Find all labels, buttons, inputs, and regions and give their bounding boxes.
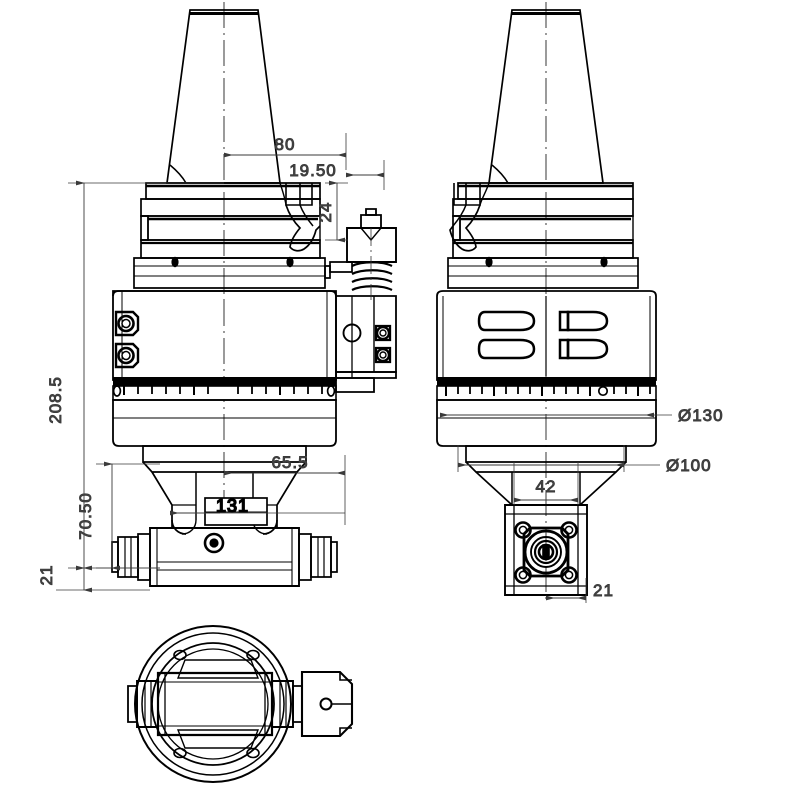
dim-overall-height-text: 208.5 [46,376,65,424]
dim-flange-height-text: 24 [316,202,335,223]
dim-taper-offset-text: 80 [275,135,296,154]
dim-flange-width [346,160,385,190]
bottom-spindle-body [156,671,274,737]
adjustment-block [324,208,397,393]
dim-bottom-offset-left-text: 21 [37,565,56,586]
dim-bottom-offset-left [56,565,150,593]
body-slot-left-lower [477,338,536,360]
spring-coils [351,261,393,292]
side-dowel-mark-left [485,256,493,268]
front-view: 131 [111,2,397,587]
side-spindle-flange [504,504,588,596]
lower-body-skirt [112,399,337,447]
block-screw-lower [374,346,392,364]
bottom-lower-trapezoid [176,729,260,749]
bottom-view [127,625,354,783]
body-screw-lower [114,342,140,369]
dowel-mark-left [171,256,179,268]
bottom-bolt-tr [246,649,260,661]
dim-flange-width-text: 19.50 [289,161,337,180]
dim-spindle-center-height-text: 70.50 [76,492,95,540]
dimension-layer: 208.5 70.50 21 80 19.50 [37,133,724,603]
horizontal-spindle-housing [111,527,338,587]
dim-nose-diameter [457,445,660,472]
side-dowel-mark-right [600,256,608,268]
bottom-outer-circle-inner [141,632,285,776]
dim-nose-width-text: 42 [536,477,557,496]
dim-nose-diameter-text: Ø100 [666,456,712,475]
dim-spindle-offset-text: 65.5 [271,453,308,472]
block-screw-upper [374,324,392,342]
graduation-ticks [123,386,323,395]
body-screw-upper [114,310,140,337]
bottom-bolt-br [246,747,260,759]
body-slot-right-lower [566,338,609,360]
dim-body-diameter-text: Ø130 [678,406,724,425]
bottom-bolt-bl [173,747,187,759]
bottom-collet-nut-left [127,680,159,728]
bottom-mid-circle [151,642,275,766]
collet-nut-right [298,533,338,581]
drive-key-plate [133,256,326,289]
dim-flange-height [325,180,348,243]
dim-bottom-offset-right [546,578,587,603]
body-slot-right-upper [566,310,609,332]
side-main-body-block [436,290,657,381]
body-slot-right-upper-key [558,310,570,332]
side-graduation-ticks [445,386,651,396]
dim-spindle-center-height [96,461,160,571]
body-slot-left-upper [477,310,536,332]
spindle-label-text: 131 [216,496,249,516]
side-graduation-ring [436,377,657,401]
graduation-ring [112,377,337,401]
body-slot-right-lower-key [558,338,570,360]
dim-nose-width [513,462,579,505]
bottom-key-block [300,670,354,738]
side-lower-body-skirt [436,399,657,447]
bottom-bolt-tl [173,649,187,661]
bottom-outer-circle [134,625,292,783]
spindle-label-plate [204,497,268,526]
dowel-mark-right [286,256,294,268]
dim-taper-offset [224,133,347,170]
side-view [436,2,657,600]
side-drive-key-plate [447,256,639,289]
spindle-hub [522,526,570,578]
dim-spindle-offset [170,455,346,525]
dim-bottom-offset-right-text: 21 [593,581,614,600]
